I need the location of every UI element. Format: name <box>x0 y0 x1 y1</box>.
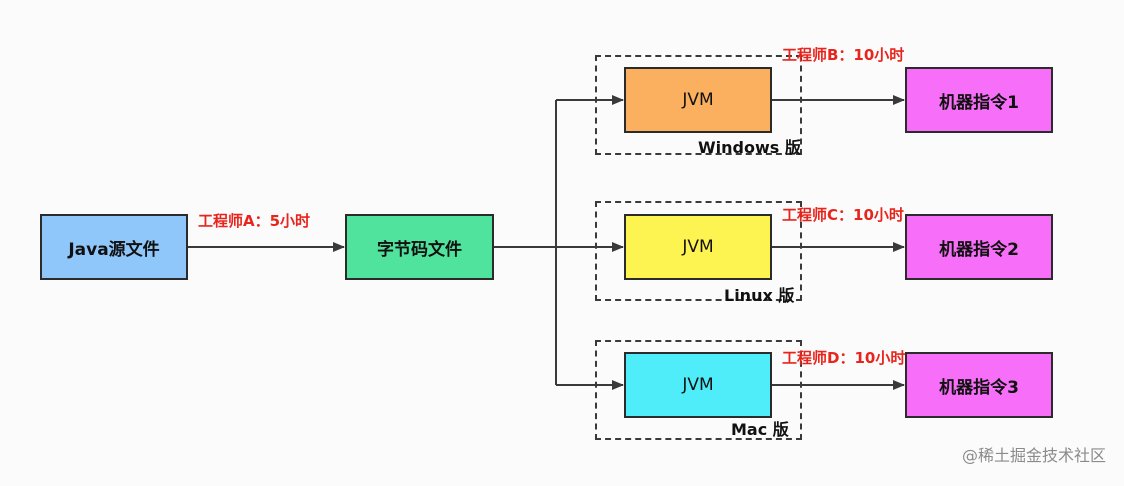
mac-platform-group <box>595 340 802 440</box>
jvm-mac-node: JVM <box>624 352 772 418</box>
engineer-a-label: 工程师A：5小时 <box>198 212 311 230</box>
machine-instruction-3-node: 机器指令3 <box>905 352 1053 418</box>
windows-version-label: Windows 版 <box>698 138 801 157</box>
bytecode-file-node: 字节码文件 <box>345 214 494 280</box>
engineer-b-label: 工程师B：10小时 <box>782 46 905 64</box>
linux-version-label: Linux 版 <box>724 286 795 305</box>
watermark: @稀土掘金技术社区 <box>961 446 1106 465</box>
jvm-linux-node: JVM <box>624 214 772 280</box>
mac-version-label: Mac 版 <box>731 420 789 439</box>
machine-instruction-2-node: 机器指令2 <box>905 214 1053 280</box>
linux-platform-group <box>595 201 802 301</box>
windows-platform-group <box>595 55 802 155</box>
machine-instruction-1-node: 机器指令1 <box>905 67 1053 133</box>
engineer-d-label: 工程师D：10小时 <box>782 349 906 367</box>
engineer-c-label: 工程师C：10小时 <box>782 206 904 224</box>
jvm-windows-node: JVM <box>624 67 772 133</box>
java-source-file-node: Java源文件 <box>40 214 188 280</box>
